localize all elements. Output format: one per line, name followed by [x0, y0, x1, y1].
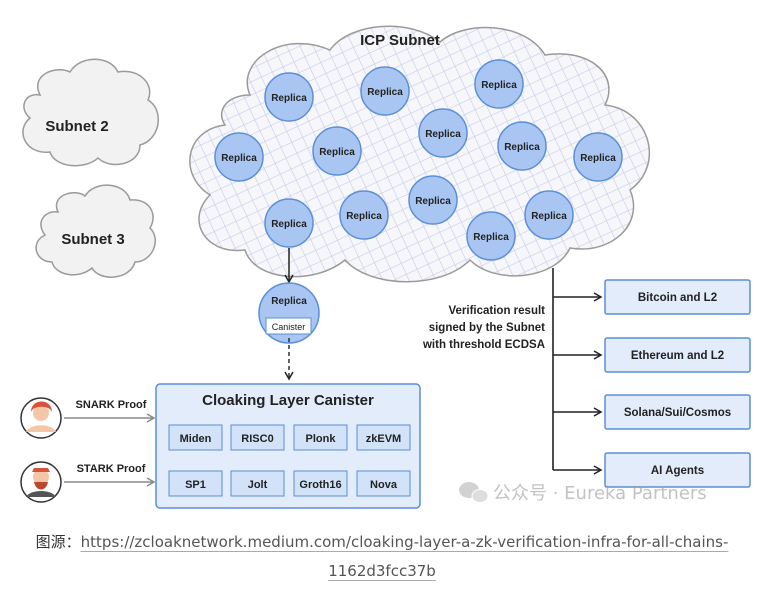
replica-node: Replica: [418, 108, 468, 158]
verifier-groth16: Groth16: [293, 470, 348, 497]
icp-subnet-title: ICP Subnet: [360, 32, 440, 49]
svg-text:Verification result: Verification result: [448, 305, 545, 317]
svg-text:signed by the Subnet: signed by the Subnet: [429, 322, 545, 334]
cloaking-layer-canister: Cloaking Layer Canister Miden RISC0 Plon…: [155, 383, 421, 509]
svg-text:Replica: Replica: [415, 196, 451, 207]
svg-text:Replica: Replica: [580, 153, 616, 164]
svg-text:AI Agents: AI Agents: [651, 465, 704, 477]
replica-node: Replica: [264, 198, 314, 248]
verifier-risc0: RISC0: [230, 424, 285, 451]
svg-text:Replica: Replica: [531, 211, 567, 222]
replica-node: Replica: [573, 132, 623, 182]
svg-text:Replica: Replica: [481, 80, 517, 91]
canister-label: Canister: [272, 322, 306, 332]
verifier-miden: Miden: [168, 424, 223, 451]
subnet-3-cloud: Subnet 3: [35, 184, 156, 278]
canister-box: [265, 317, 312, 335]
wechat-icon: [459, 482, 489, 503]
caption-prefix: 图源：: [35, 533, 81, 551]
selected-replica: Replica Canister: [258, 282, 320, 344]
snark-proof-label: SNARK Proof: [76, 399, 147, 411]
svg-text:with threshold ECDSA: with threshold ECDSA: [422, 339, 545, 351]
replica-node: Replica: [408, 175, 458, 225]
caption-line-1: 图源：https://zcloaknetwork.medium.com/cloa…: [0, 531, 764, 552]
svg-text:Replica: Replica: [271, 219, 307, 230]
replica-nodes: Replica Replica Replica Replica Replica …: [214, 59, 623, 261]
svg-text:Ethereum and L2: Ethereum and L2: [631, 350, 724, 362]
svg-text:公众号 · Eureka Partners: 公众号 · Eureka Partners: [493, 483, 707, 504]
svg-text:Plonk: Plonk: [306, 433, 337, 445]
svg-text:zkEVM: zkEVM: [366, 433, 401, 445]
target-bitcoin: Bitcoin and L2: [604, 279, 751, 315]
subnet-2-cloud: Subnet 2: [22, 58, 159, 167]
svg-text:Replica: Replica: [319, 147, 355, 158]
svg-text:Replica: Replica: [367, 87, 403, 98]
replica-node: Replica: [474, 59, 524, 109]
replica-node: Replica: [360, 66, 410, 116]
target-solana-sui-cosmos: Solana/Sui/Cosmos: [604, 394, 751, 430]
cloaking-title: Cloaking Layer Canister: [202, 392, 374, 409]
verifier-jolt: Jolt: [230, 470, 285, 497]
distribution-lines: [552, 268, 603, 475]
verification-text: Verification result signed by the Subnet…: [422, 305, 545, 351]
snark-avatar: [20, 397, 62, 439]
caption-url-part-1[interactable]: https://zcloaknetwork.medium.com/cloakin…: [80, 533, 729, 551]
svg-text:Replica: Replica: [221, 153, 257, 164]
verifier-sp1: SP1: [168, 470, 223, 497]
replica-node: Replica: [466, 211, 516, 261]
svg-text:Replica: Replica: [346, 211, 382, 222]
replica-node: Replica: [312, 126, 362, 176]
verifier-plonk: Plonk: [293, 424, 348, 451]
target-ethereum: Ethereum and L2: [604, 337, 751, 373]
replica-node: Replica: [264, 72, 314, 122]
selected-replica-label: Replica: [271, 296, 307, 307]
svg-text:Replica: Replica: [271, 93, 307, 104]
replica-node: Replica: [214, 132, 264, 182]
target-ai-agents: AI Agents: [604, 452, 751, 488]
svg-text:Replica: Replica: [473, 232, 509, 243]
svg-text:Groth16: Groth16: [299, 479, 341, 491]
svg-text:SP1: SP1: [185, 479, 206, 491]
svg-text:Replica: Replica: [504, 142, 540, 153]
verifier-nova: Nova: [356, 470, 411, 497]
watermark: 公众号 · Eureka Partners: [459, 482, 707, 504]
caption-line-2: 1162d3fcc37b: [0, 562, 764, 580]
svg-text:Nova: Nova: [370, 479, 398, 491]
stark-proof-label: STARK Proof: [77, 463, 146, 475]
subnet-3-label: Subnet 3: [61, 231, 124, 248]
verifier-zkevm: zkEVM: [356, 424, 411, 451]
svg-text:RISC0: RISC0: [241, 433, 273, 445]
replica-node: Replica: [339, 190, 389, 240]
replica-node: Replica: [497, 121, 547, 171]
svg-text:Bitcoin and L2: Bitcoin and L2: [638, 292, 717, 304]
svg-text:Miden: Miden: [180, 433, 212, 445]
svg-text:Solana/Sui/Cosmos: Solana/Sui/Cosmos: [624, 407, 731, 419]
subnet-2-label: Subnet 2: [45, 118, 108, 135]
svg-text:Replica: Replica: [425, 129, 461, 140]
replica-node: Replica: [524, 190, 574, 240]
zk-verification-diagram: ICP Subnet Replica Replica Replica Repli…: [20, 25, 751, 509]
svg-text:Jolt: Jolt: [248, 479, 268, 491]
caption-url-part-2[interactable]: 1162d3fcc37b: [328, 562, 436, 580]
stark-avatar: [20, 461, 62, 503]
